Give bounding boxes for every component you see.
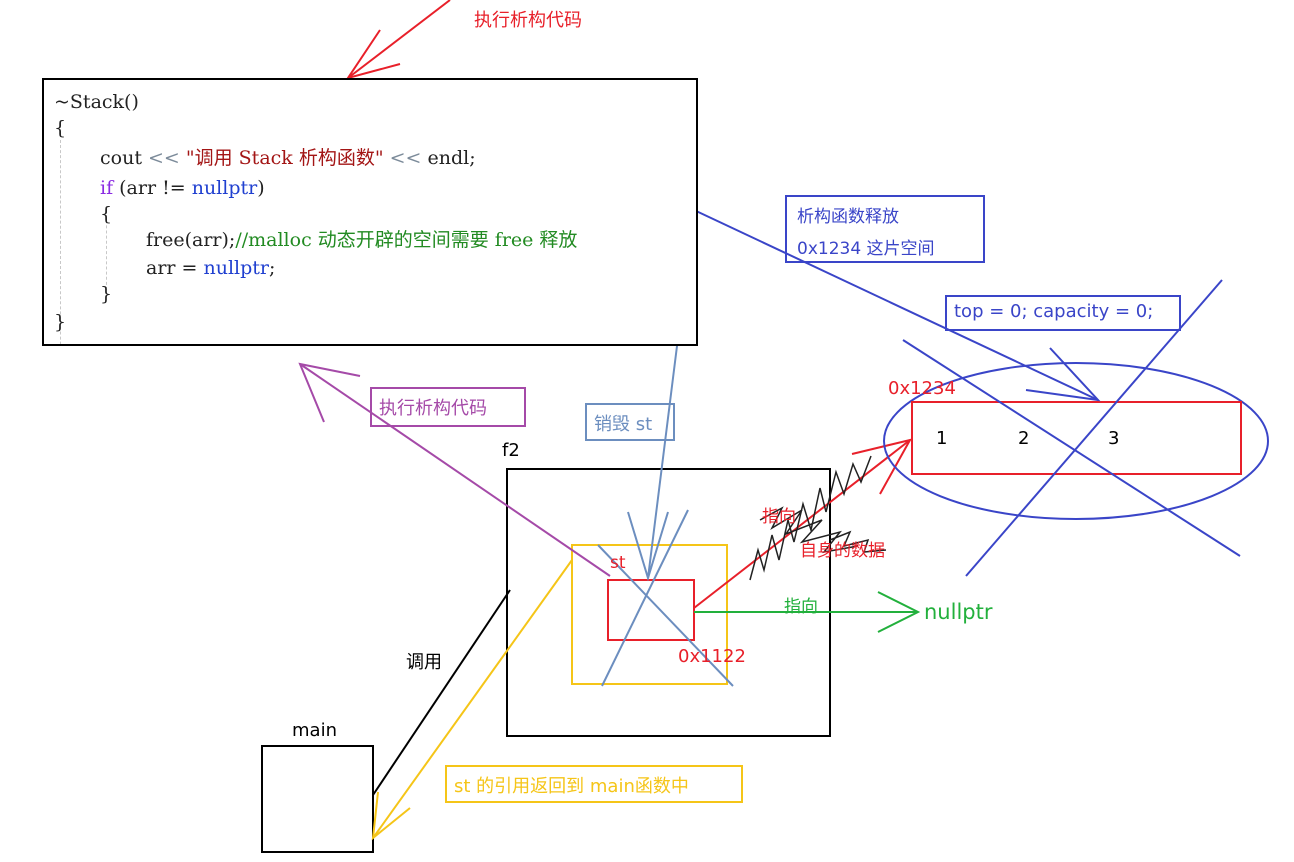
st-yellow-frame: [571, 544, 728, 685]
main-label: main: [292, 720, 337, 741]
st-object-rect: [607, 579, 695, 641]
red-point-label: 指向: [762, 507, 796, 527]
code-line-5: {: [100, 203, 113, 225]
purple-exec-label: 执行析构代码: [379, 398, 487, 419]
release-frame: [785, 195, 985, 263]
array-value-2: 2: [1018, 428, 1030, 449]
call-label: 调用: [406, 652, 442, 673]
return-frame: [445, 765, 743, 803]
destructor-code-box: ~Stack() { cout << "调用 Stack 析构函数" << en…: [42, 78, 698, 346]
green-point-label: 指向: [784, 597, 818, 617]
st-label: st: [610, 553, 626, 573]
top-red-arrow: [345, 0, 451, 80]
blue-release-arrow: [693, 209, 1101, 402]
f2-label: f2: [502, 440, 520, 461]
scribble: [749, 455, 887, 581]
destroy-frame: [585, 403, 675, 441]
heap-address-label: 0x1234: [888, 378, 956, 399]
purple-exec-frame: [370, 387, 526, 427]
destroy-st-label: 销毁 st: [594, 414, 653, 435]
release-label-2: 0x1234 这片空间: [797, 239, 935, 259]
code-line-3: cout << "调用 Stack 析构函数" << endl;: [100, 147, 476, 169]
top-cap-frame: [945, 295, 1181, 331]
code-line-4: if (arr != nullptr): [100, 177, 265, 199]
st-cross: [597, 509, 734, 687]
code-line-9: }: [54, 311, 67, 333]
code-line-2: {: [54, 117, 67, 139]
main-frame: [261, 745, 374, 853]
heap-cross: [902, 279, 1241, 577]
heap-array-rect: [911, 401, 1242, 475]
call-line: [372, 589, 511, 796]
top-cap-label: top = 0; capacity = 0;: [954, 301, 1154, 322]
st-address-label: 0x1122: [678, 646, 746, 667]
f2-frame: [506, 468, 831, 737]
code-line-6: free(arr);//malloc 动态开辟的空间需要 free 释放: [146, 229, 578, 251]
return-ref-label: st 的引用返回到 main函数中: [454, 776, 689, 797]
heap-ellipse: [883, 362, 1269, 520]
array-value-3: 3: [1108, 428, 1120, 449]
indent-guide-inner: [106, 210, 107, 290]
code-line-1: ~Stack(): [54, 91, 139, 113]
yellow-return-arrow: [371, 559, 573, 841]
code-line-8: }: [100, 283, 113, 305]
release-label-1: 析构函数释放: [797, 207, 899, 227]
green-arrow: [694, 591, 921, 633]
nullptr-label: nullptr: [924, 600, 993, 624]
code-line-7: arr = nullptr;: [146, 257, 276, 279]
purple-arrow: [298, 362, 611, 577]
top-exec-label: 执行析构代码: [474, 10, 582, 31]
array-value-1: 1: [936, 428, 948, 449]
indent-guide: [60, 140, 61, 344]
own-data-label: 自身的数据: [800, 541, 885, 561]
red-pointer-arrow: [693, 438, 912, 609]
